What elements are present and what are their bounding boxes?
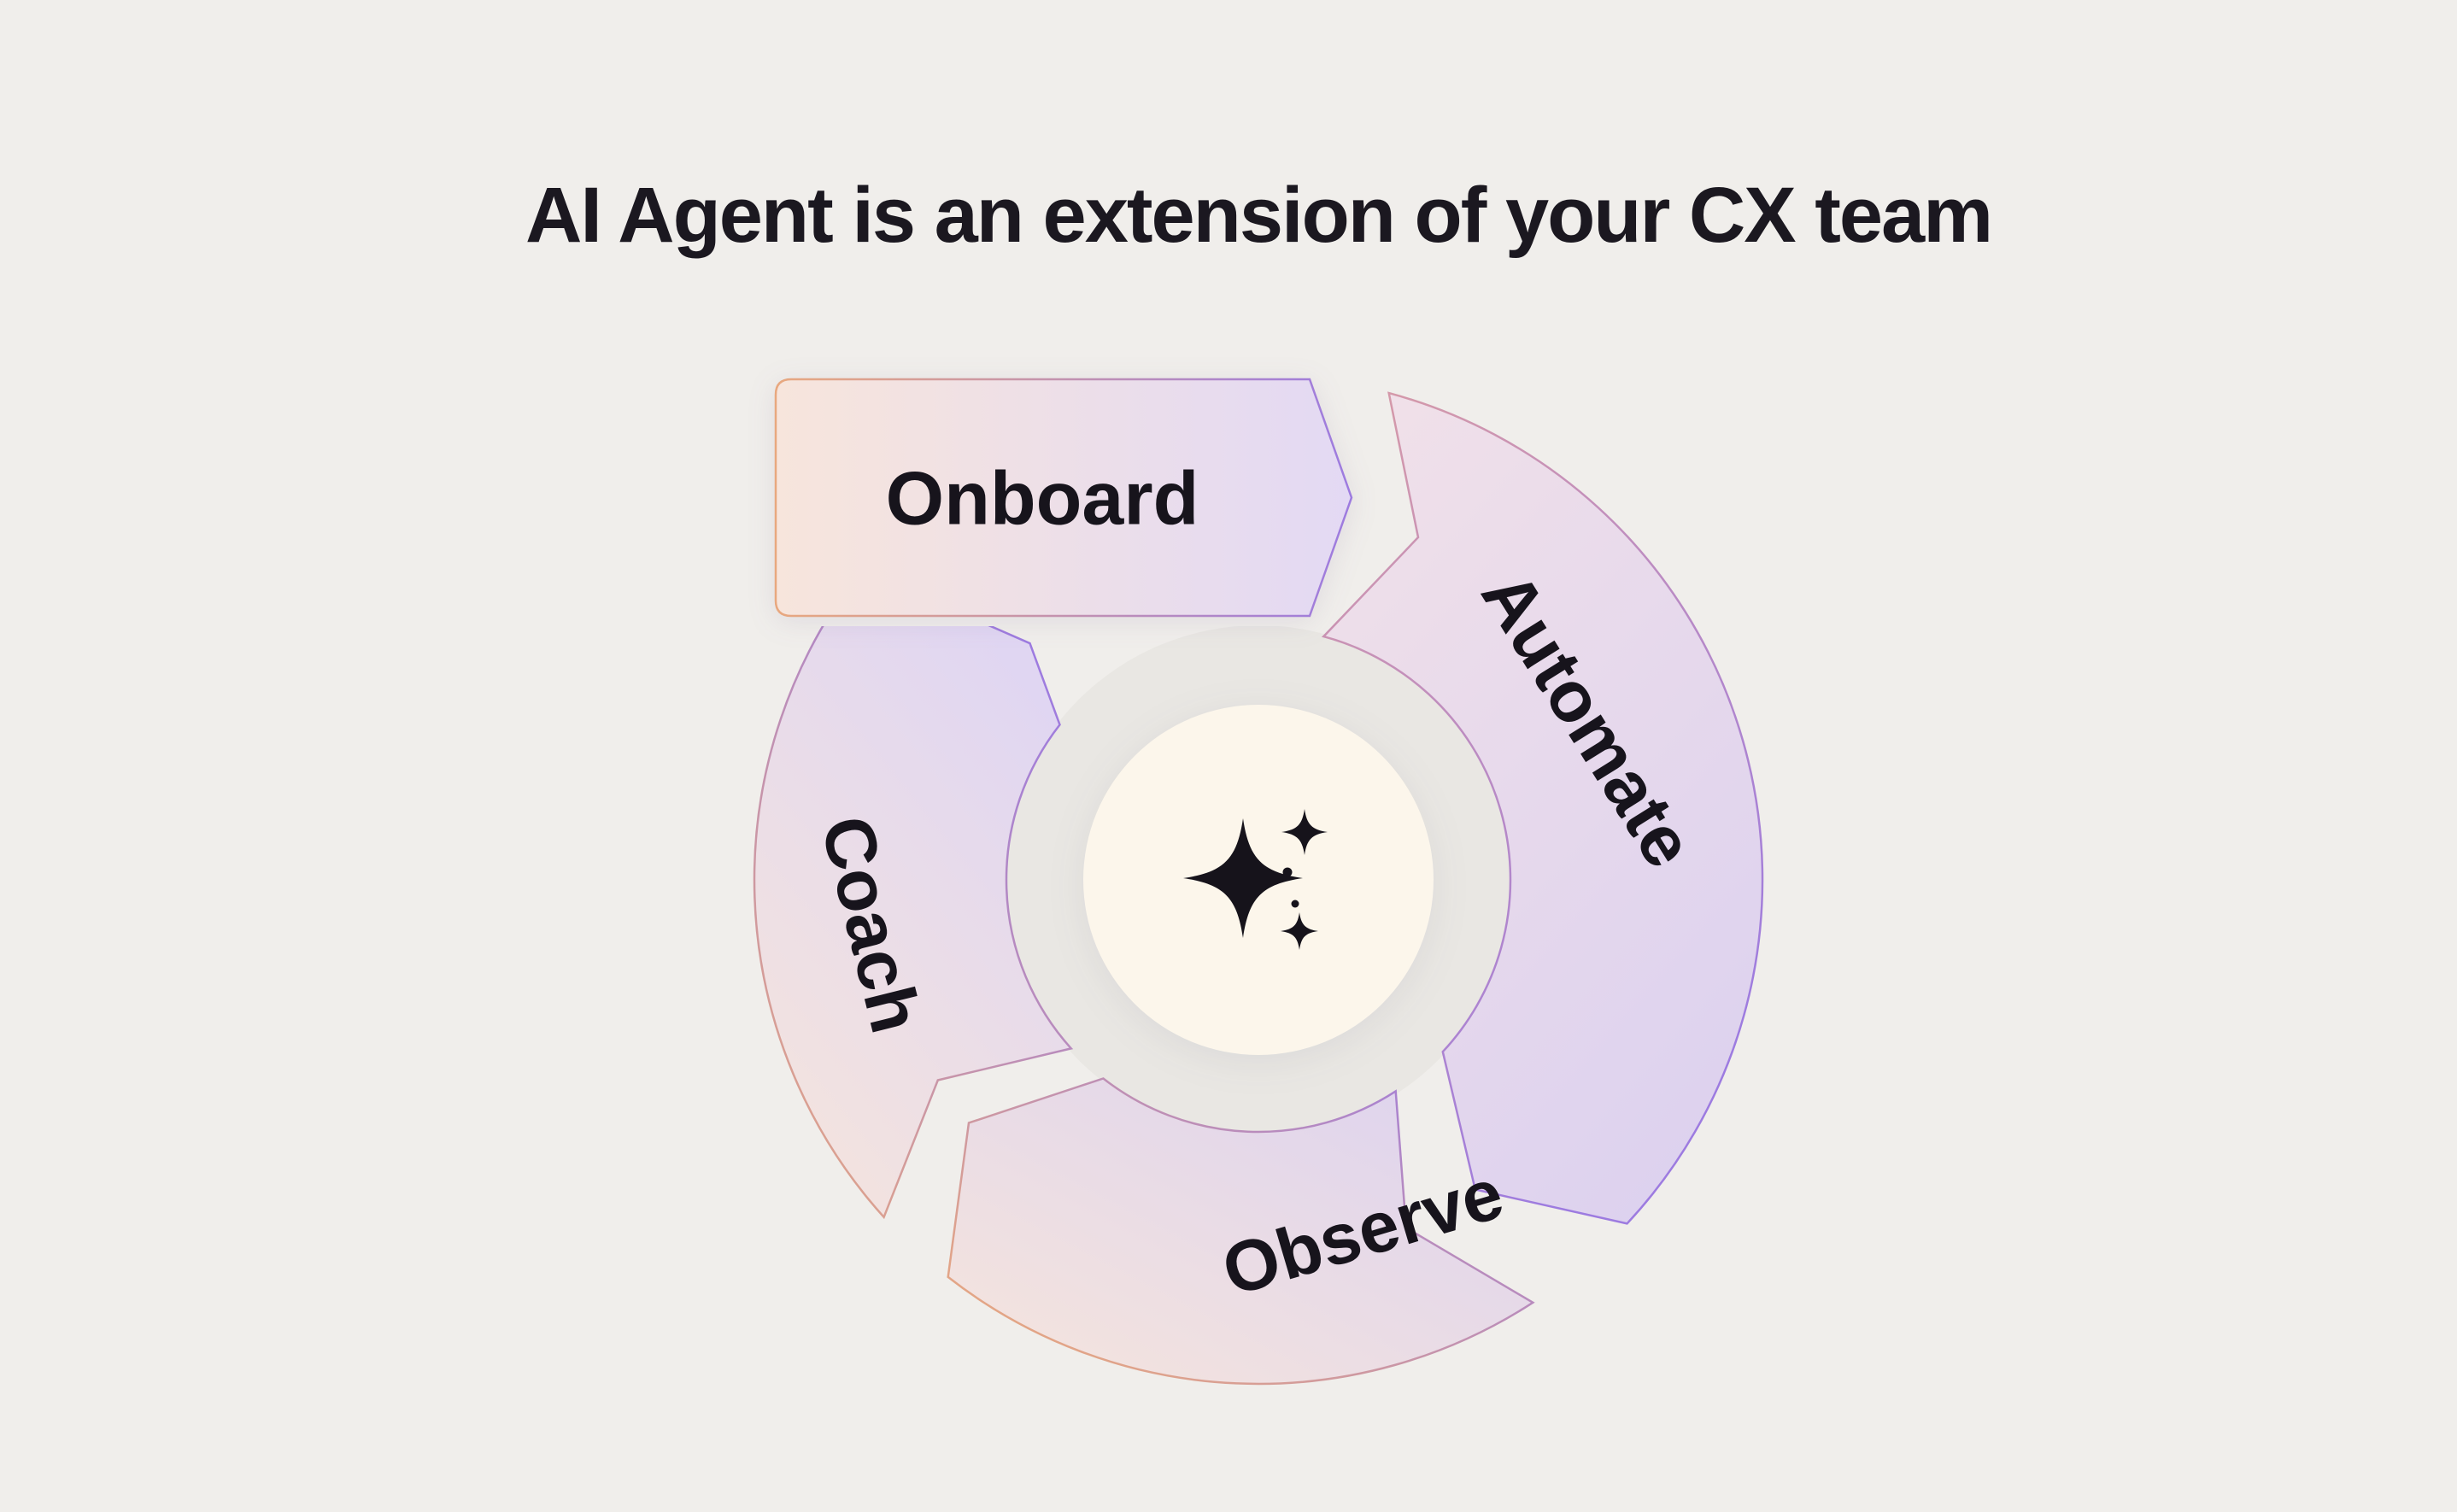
sparkle-small — [1281, 912, 1318, 950]
sparkle-dot — [1291, 900, 1299, 908]
sparkle-medium — [1281, 809, 1328, 855]
page-title: AI Agent is an extension of your CX team — [525, 172, 1993, 259]
sparkle-dot — [1282, 867, 1293, 877]
segment-observe — [947, 1077, 1535, 1386]
sparkles-icon — [1183, 809, 1328, 950]
cycle-diagram: Onboard Automate Observe Coach — [753, 369, 1764, 1386]
onboard-banner — [774, 378, 1353, 618]
label-onboard: Onboard — [886, 456, 1199, 541]
sparkle-large — [1183, 818, 1303, 938]
segment-automate — [1321, 391, 1764, 1225]
